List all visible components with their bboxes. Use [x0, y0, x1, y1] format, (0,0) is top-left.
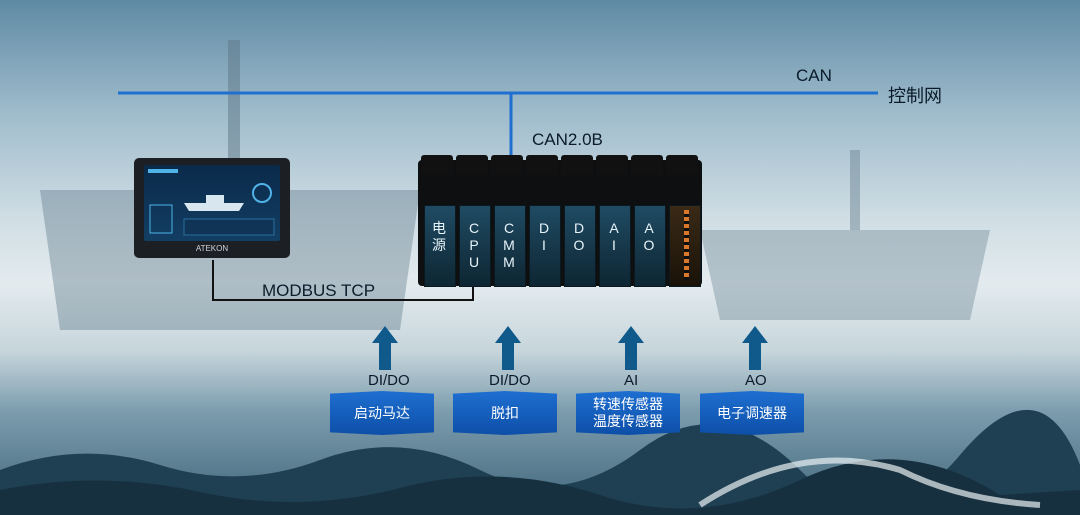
module-cap [526, 155, 558, 175]
module-cap [421, 155, 453, 175]
module-do [564, 205, 596, 287]
module-cap [561, 155, 593, 175]
module-power [424, 205, 456, 287]
module-cap [596, 155, 628, 175]
up-arrow-icon [372, 326, 398, 370]
signal-label-2: AI [624, 372, 639, 389]
modbus-link-line [212, 260, 474, 301]
up-arrow-icon [618, 326, 644, 370]
modbus-tcp-label: MODBUS TCP [262, 281, 376, 300]
signal-label-0: DI/DO [368, 372, 410, 389]
hmi-screen-content [148, 169, 275, 236]
device-banner-0: 启动马达 [330, 391, 434, 435]
wave-front [0, 459, 1080, 515]
wave-foam [698, 457, 1041, 508]
hmi-brand: ATEKON [195, 244, 229, 253]
ship-mast-right [850, 150, 860, 230]
device-banner-3: 电子调速器 [700, 391, 804, 435]
can20b-label: CAN2.0B [532, 130, 603, 149]
up-arrow-icon [742, 326, 768, 370]
device-banner-2: 转速传感器 温度传感器 [576, 391, 680, 435]
can-bus-label: CAN [796, 66, 832, 85]
module-di [529, 205, 561, 287]
module-ai [599, 205, 631, 287]
up-arrow-icon [495, 326, 521, 370]
terminal-strip [684, 210, 689, 280]
module-cap [456, 155, 488, 175]
hmi-panel: ATEKON [134, 158, 290, 258]
module-cap [666, 155, 698, 175]
signal-label-3: AO [745, 372, 767, 389]
ship-mast-left [228, 40, 240, 190]
signal-label-1: DI/DO [489, 372, 531, 389]
device-banner-1: 脱扣 [453, 391, 557, 435]
module-cap [491, 155, 523, 175]
module-ao [634, 205, 666, 287]
module-cap [631, 155, 663, 175]
module-label-power: 电源 [432, 220, 446, 253]
ship-hull-right [700, 230, 990, 320]
control-network-label: 控制网 [888, 86, 942, 106]
hmi-screen [144, 165, 280, 241]
module-cpu [459, 205, 491, 287]
module-cmm [494, 205, 526, 287]
